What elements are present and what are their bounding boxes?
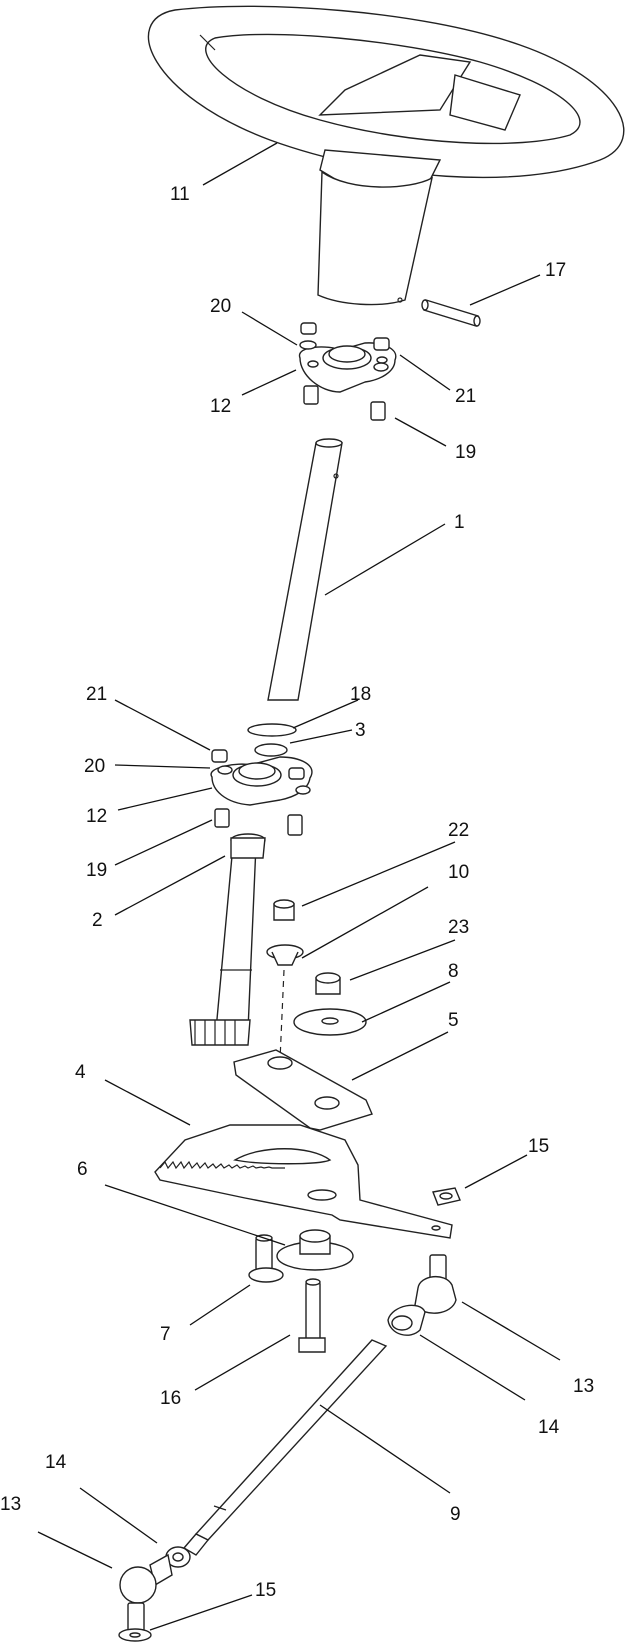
callout-15: 15 [528, 1136, 549, 1157]
steering-shaft [267, 438, 343, 701]
callout-4: 4 [75, 1062, 86, 1083]
nut-upper [432, 1187, 461, 1206]
callout-20: 20 [210, 296, 231, 317]
small-hardware [266, 899, 367, 1061]
callout-19: 19 [455, 442, 476, 463]
callout-9: 9 [450, 1504, 461, 1525]
callout-labels: 11 17 20 21 12 19 1 18 3 21 20 12 19 22 … [0, 184, 594, 1601]
callout-13: 13 [0, 1494, 21, 1515]
callout-1: 1 [454, 512, 465, 533]
ball-joint-upper [387, 1254, 457, 1336]
callout-20: 20 [84, 756, 105, 777]
upper-bearing-flange [299, 322, 397, 421]
flange-bushing [276, 1229, 354, 1271]
callout-16: 16 [160, 1388, 181, 1409]
callout-3: 3 [355, 720, 366, 741]
bolt [298, 1278, 326, 1353]
shoulder-bolt [248, 1234, 284, 1283]
callout-22: 22 [448, 820, 469, 841]
callout-12: 12 [86, 806, 107, 827]
pinion-shaft [189, 833, 266, 1046]
callout-7: 7 [160, 1324, 171, 1345]
callout-15: 15 [255, 1580, 276, 1601]
callout-21: 21 [86, 684, 107, 705]
roll-pin [421, 299, 481, 327]
leader-lines [37, 142, 561, 1631]
tie-rod [182, 1339, 388, 1556]
callout-18: 18 [350, 684, 371, 705]
callout-14: 14 [45, 1452, 67, 1473]
callout-2: 2 [92, 910, 103, 931]
callout-17: 17 [545, 260, 566, 281]
callout-12: 12 [210, 396, 231, 417]
sector-gear [154, 1124, 453, 1239]
callout-23: 23 [448, 917, 469, 938]
e-ring-and-bushing [247, 723, 297, 757]
callout-6: 6 [77, 1159, 88, 1180]
callout-21: 21 [455, 386, 476, 407]
callout-19: 19 [86, 860, 107, 881]
lower-bearing-flange [210, 749, 313, 836]
callout-11: 11 [170, 184, 190, 205]
ball-joint-lower [118, 1546, 191, 1642]
callout-8: 8 [448, 961, 459, 982]
callout-10: 10 [448, 862, 469, 883]
callout-5: 5 [448, 1010, 459, 1031]
callout-13: 13 [573, 1376, 594, 1397]
callout-14: 14 [538, 1417, 560, 1438]
steering-wheel [147, 5, 625, 306]
steering-arm [233, 1049, 373, 1131]
